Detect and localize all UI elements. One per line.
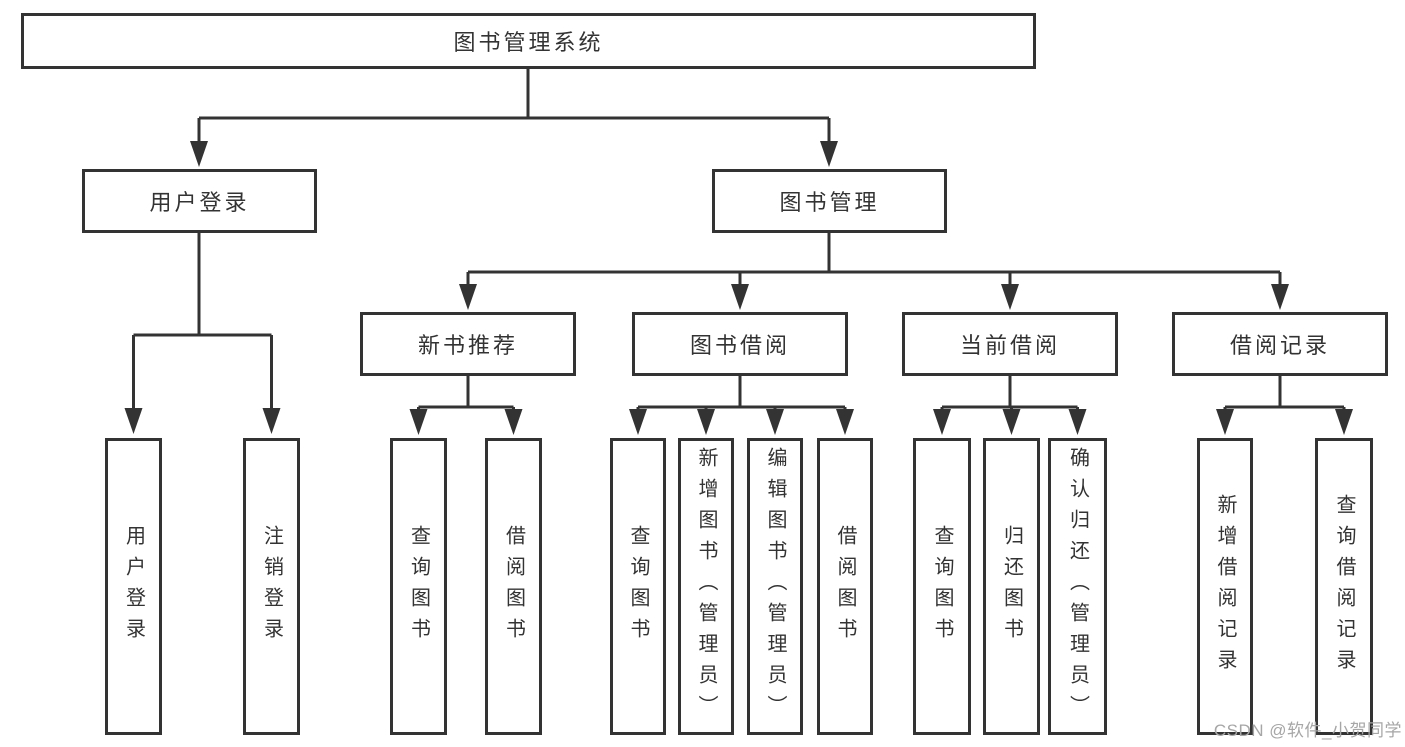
node-root: 图书管理系统 xyxy=(21,13,1036,69)
arrowhead-icon xyxy=(1271,284,1289,310)
arrowhead-icon xyxy=(1335,409,1353,435)
node-label: 借阅图书 xyxy=(834,524,856,649)
arrowhead-icon xyxy=(836,409,854,435)
node-label: 借阅记录 xyxy=(1229,333,1330,358)
node-label: 归还图书 xyxy=(1000,524,1023,649)
node-leaf-add-books-admin: 新增图书（管理员） xyxy=(678,438,734,735)
node-book-management: 图书管理 xyxy=(712,169,947,233)
csdn-watermark: CSDN @软件_小贺同学 xyxy=(1213,721,1402,740)
arrowhead-icon xyxy=(1216,409,1234,435)
node-current-borrow: 当前借阅 xyxy=(902,312,1118,376)
arrowhead-icon xyxy=(504,409,523,435)
node-label: 图书管理 xyxy=(779,190,880,215)
arrowhead-icon xyxy=(124,408,143,434)
node-leaf-borrow-books: 借阅图书 xyxy=(817,438,873,735)
node-leaf-query-books-borrow: 查询图书 xyxy=(610,438,666,735)
node-leaf-confirm-return-admin: 确认归还（管理员） xyxy=(1048,438,1107,735)
node-label: 新增图书（管理员） xyxy=(695,447,717,726)
arrowhead-icon xyxy=(409,409,428,435)
node-label: 查询图书 xyxy=(407,524,430,649)
node-label: 编辑图书（管理员） xyxy=(764,447,786,726)
node-label: 查询借阅记录 xyxy=(1333,493,1355,680)
arrowhead-icon xyxy=(933,409,951,435)
node-label: 注销登录 xyxy=(260,524,283,649)
node-leaf-borrow-books-recommend: 借阅图书 xyxy=(485,438,542,735)
node-label: 确认归还（管理员） xyxy=(1066,447,1089,726)
node-leaf-return-books: 归还图书 xyxy=(983,438,1040,735)
node-leaf-query-books-recommend: 查询图书 xyxy=(390,438,447,735)
arrowhead-icon xyxy=(697,409,715,435)
node-label: 新书推荐 xyxy=(417,333,518,358)
node-new-book-recommend: 新书推荐 xyxy=(360,312,576,376)
node-label: 用户登录 xyxy=(122,524,145,649)
arrowhead-layer xyxy=(124,141,1353,435)
arrowhead-icon xyxy=(766,409,784,435)
node-borrow-records: 借阅记录 xyxy=(1172,312,1388,376)
node-label: 当前借阅 xyxy=(959,333,1060,358)
node-label: 查询图书 xyxy=(931,524,953,649)
node-label: 图书管理系统 xyxy=(453,30,604,55)
arrowhead-icon xyxy=(1068,409,1087,435)
arrowhead-icon xyxy=(1002,409,1021,435)
node-label: 图书借阅 xyxy=(689,333,790,358)
node-label: 借阅图书 xyxy=(502,524,525,649)
node-leaf-edit-books-admin: 编辑图书（管理员） xyxy=(747,438,803,735)
node-label: 查询图书 xyxy=(627,524,649,649)
arrowhead-icon xyxy=(731,284,749,310)
node-user-login: 用户登录 xyxy=(82,169,317,233)
arrowhead-icon xyxy=(1001,284,1019,310)
node-leaf-logout: 注销登录 xyxy=(243,438,300,735)
node-label: 用户登录 xyxy=(149,190,250,215)
node-book-borrow: 图书借阅 xyxy=(632,312,848,376)
arrowhead-icon xyxy=(820,141,838,167)
node-label: 新增借阅记录 xyxy=(1214,493,1236,680)
arrowhead-icon xyxy=(459,284,477,310)
node-leaf-user-login: 用户登录 xyxy=(105,438,162,735)
node-leaf-add-borrow-record: 新增借阅记录 xyxy=(1197,438,1253,735)
arrowhead-icon xyxy=(629,409,647,435)
arrowhead-icon xyxy=(190,141,208,167)
node-leaf-query-borrow-record: 查询借阅记录 xyxy=(1315,438,1373,735)
node-leaf-query-books-current: 查询图书 xyxy=(913,438,971,735)
arrowhead-icon xyxy=(262,408,281,434)
